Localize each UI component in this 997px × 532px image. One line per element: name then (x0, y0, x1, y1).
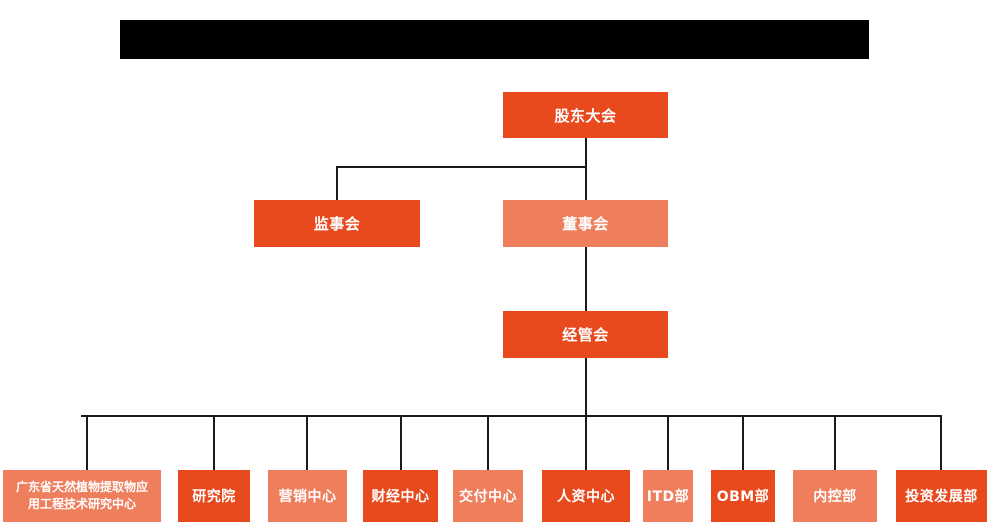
node-label: 广东省天然植物提取物应用工程技术研究中心 (15, 480, 148, 511)
node-dept-marketing-center: 营销中心 (268, 470, 347, 522)
node-label: ITD部 (646, 489, 690, 505)
connector-supervisory-drop (336, 166, 338, 200)
connector-drop-obm (742, 415, 744, 470)
connector-drop-finance (400, 415, 402, 470)
connector-drop-research-center (86, 415, 88, 470)
connector-drop-marketing (306, 415, 308, 470)
node-label: 营销中心 (278, 489, 337, 505)
node-management-committee: 经管会 (503, 311, 668, 358)
node-dept-investment-development: 投资发展部 (896, 470, 987, 522)
node-label: 监事会 (313, 215, 361, 233)
node-supervisory-board: 监事会 (254, 200, 420, 247)
connector-root-vertical (585, 138, 587, 200)
node-label: 财经中心 (371, 489, 430, 505)
connector-drop-internal-control (834, 415, 836, 470)
node-label: 人资中心 (557, 489, 615, 505)
node-dept-plant-extract-research-center: 广东省天然植物提取物应用工程技术研究中心 (3, 470, 161, 522)
node-label: OBM部 (716, 489, 770, 505)
node-dept-obm: OBM部 (711, 470, 775, 522)
connector-drop-hr (585, 415, 587, 470)
node-dept-research-institute: 研究院 (178, 470, 250, 522)
node-label: 经管会 (562, 326, 609, 344)
node-label: 投资发展部 (905, 489, 978, 505)
connector-departments-horizontal (81, 415, 942, 417)
connector-drop-delivery (487, 415, 489, 470)
connector-drop-investment (940, 415, 942, 470)
node-dept-delivery-center: 交付中心 (453, 470, 523, 522)
node-dept-itd: ITD部 (643, 470, 693, 522)
redacted-title-bar (120, 20, 869, 59)
node-dept-internal-control: 内控部 (793, 470, 877, 522)
node-shareholders-meeting: 股东大会 (503, 92, 668, 138)
connector-drop-itd (667, 415, 669, 470)
node-dept-hr-center: 人资中心 (542, 470, 630, 522)
node-label: 研究院 (192, 489, 236, 505)
node-dept-finance-center: 财经中心 (363, 470, 438, 522)
connector-drop-research-institute (213, 415, 215, 470)
node-label: 股东大会 (554, 106, 617, 125)
connector-board-to-mgmt (585, 247, 587, 311)
node-label: 董事会 (562, 215, 609, 233)
node-board-of-directors: 董事会 (503, 200, 668, 247)
connector-split-horizontal (336, 166, 587, 168)
connector-mgmt-vertical (585, 358, 587, 416)
node-label: 交付中心 (459, 489, 517, 505)
node-label: 内控部 (813, 489, 857, 505)
